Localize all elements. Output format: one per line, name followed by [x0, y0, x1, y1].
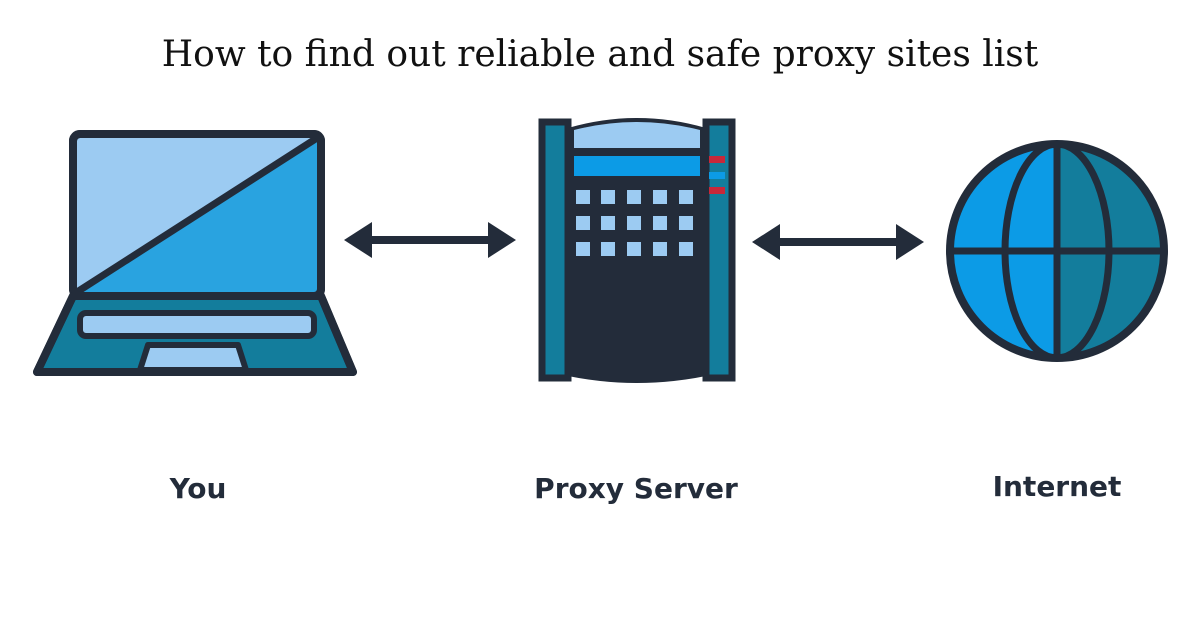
node-label-you: You	[169, 472, 227, 505]
server-icon	[538, 118, 736, 383]
bidirectional-arrow-proxy-internet	[752, 224, 924, 260]
page-title: How to find out reliable and safe proxy …	[161, 34, 1039, 75]
bidirectional-arrow-you-proxy	[344, 222, 516, 258]
node-label-internet: Internet	[992, 470, 1122, 503]
node-label-proxy-server: Proxy Server	[534, 472, 738, 505]
globe-icon	[946, 140, 1168, 362]
laptop-icon	[33, 130, 357, 376]
